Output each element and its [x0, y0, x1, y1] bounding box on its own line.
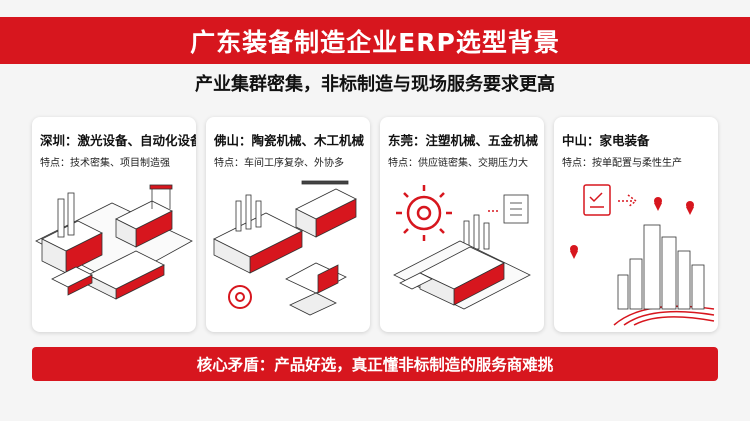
card-title: 东莞：注塑机械、五金机械 [388, 133, 539, 148]
card-feature: 特点：按单配置与柔性生产 [562, 158, 682, 169]
card-title: 佛山：陶瓷机械、木工机械 [214, 133, 365, 148]
card-zhongshan: 中山：家电装备 特点：按单配置与柔性生产 [554, 117, 718, 332]
card-feature: 特点：技术密集、项目制造强 [40, 158, 170, 169]
page-subtitle: 产业集群密集，非标制造与现场服务要求更高 [195, 74, 555, 95]
industrial-plant-gear-icon [213, 180, 357, 316]
card-foshan: 佛山：陶瓷机械、木工机械 特点：车间工序复杂、外协多 [206, 117, 370, 332]
factory-gear-document-icon [393, 185, 531, 310]
card-feature: 特点：车间工序复杂、外协多 [214, 158, 344, 169]
card-feature: 特点：供应链密集、交期压力大 [388, 158, 528, 169]
city-location-pins-icon [570, 184, 715, 326]
title-banner: 广东装备制造企业ERP选型背景 [0, 17, 750, 64]
card-title: 深圳：激光设备、自动化设备 [40, 133, 196, 148]
page-title: 广东装备制造企业ERP选型背景 [190, 27, 560, 57]
footer-text: 核心矛盾：产品好选，真正懂非标制造的服务商难挑 [196, 356, 554, 374]
card-shenzhen: 深圳：激光设备、自动化设备 特点：技术密集、项目制造强 [32, 117, 196, 332]
factory-complex-icon [35, 184, 193, 300]
footer-banner: 核心矛盾：产品好选，真正懂非标制造的服务商难挑 [32, 347, 718, 381]
card-title: 中山：家电装备 [562, 133, 650, 148]
card-dongguan: 东莞：注塑机械、五金机械 特点：供应链密集、交期压力大 [380, 117, 544, 332]
